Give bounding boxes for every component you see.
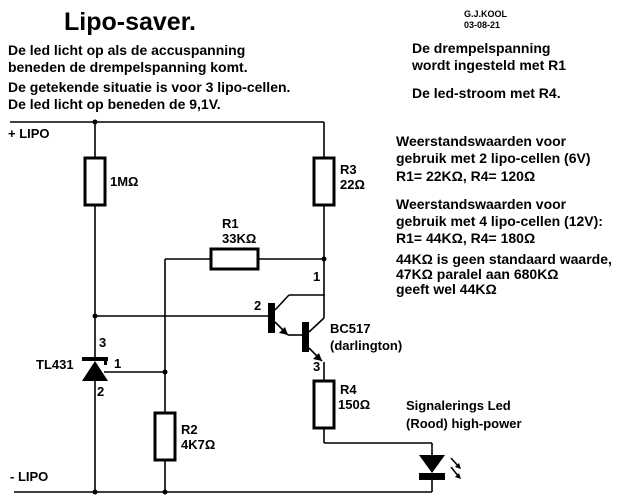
junction-dot bbox=[92, 313, 98, 319]
junction-dot bbox=[162, 489, 168, 495]
wire bbox=[274, 294, 290, 311]
tl431-ref-tab bbox=[104, 357, 107, 365]
note-two-cells: R1= 22KΩ, R4= 120Ω bbox=[396, 168, 536, 184]
transistor-pin-base: 2 bbox=[254, 298, 262, 313]
resistor-1m bbox=[83, 156, 107, 207]
note-two-cells: gebruik met 2 lipo-cellen (6V) bbox=[396, 150, 591, 166]
author: G.J.KOOL bbox=[464, 9, 508, 19]
note-two-cells: Weerstandswaarden voor bbox=[396, 133, 567, 149]
note-nonstandard: 44KΩ is geen standaard waarde, bbox=[396, 251, 612, 267]
note-four-cells: R1= 44KΩ, R4= 180Ω bbox=[396, 230, 536, 246]
description-line: De getekende situatie is voor 3 lipo-cel… bbox=[8, 79, 291, 95]
emitter-arrow-icon bbox=[313, 353, 322, 361]
transistor-type: (darlington) bbox=[330, 338, 403, 353]
r3-name: R3 bbox=[340, 162, 357, 177]
r4-name: R4 bbox=[340, 382, 357, 397]
note-four-cells: Weerstandswaarden voor bbox=[396, 196, 567, 212]
junction-dot bbox=[162, 369, 168, 375]
transistor-q2-base-bar bbox=[302, 322, 309, 352]
threshold-note: De drempelspanning bbox=[412, 40, 551, 56]
page-title: Lipo-saver. bbox=[64, 8, 196, 36]
emitter-arrow-icon bbox=[279, 327, 288, 335]
tl431-triangle bbox=[82, 361, 108, 381]
light-ray-arrow-icon bbox=[455, 473, 461, 479]
tl431-pin-ref: 1 bbox=[114, 356, 122, 371]
led-current-note: De led-stroom met R4. bbox=[412, 85, 561, 101]
junction-dot bbox=[321, 256, 327, 262]
resistor-r1 bbox=[209, 247, 260, 271]
resistor-r4 bbox=[312, 379, 336, 430]
led-triangle bbox=[419, 455, 445, 473]
tl431-pin-cathode: 3 bbox=[99, 335, 107, 350]
r4-value: 150Ω bbox=[338, 397, 371, 412]
negative-rail-label: - LIPO bbox=[10, 469, 49, 484]
led-bar bbox=[419, 473, 445, 480]
description-line: beneden de drempelspanning komt. bbox=[8, 59, 248, 75]
threshold-note: wordt ingesteld met R1 bbox=[412, 57, 567, 73]
note-four-cells: gebruik met 4 lipo-cellen (12V): bbox=[396, 213, 603, 229]
junction-dot bbox=[92, 489, 98, 495]
date: 03-08-21 bbox=[464, 20, 501, 30]
junction-dot bbox=[92, 119, 98, 125]
description-line: De led licht op als de accuspanning bbox=[8, 42, 246, 58]
resistor-r3 bbox=[312, 156, 336, 207]
light-ray-arrow-icon bbox=[455, 463, 461, 469]
r2-name: R2 bbox=[181, 422, 198, 437]
tl431-pin-anode: 2 bbox=[97, 384, 105, 399]
led-symbol bbox=[419, 455, 461, 480]
r3-value: 22Ω bbox=[340, 177, 365, 192]
resistor-1m-value: 1MΩ bbox=[110, 174, 139, 189]
note-nonstandard: 47KΩ paralel aan 680KΩ bbox=[396, 266, 559, 282]
transistor-pin-emitter: 3 bbox=[313, 359, 321, 374]
tl431-cathode-bar bbox=[82, 357, 108, 361]
tl431-label: TL431 bbox=[36, 357, 74, 372]
r2-value: 4K7Ω bbox=[181, 437, 216, 452]
wire bbox=[308, 317, 325, 333]
led-label: Signalerings Led bbox=[406, 398, 511, 413]
positive-rail-label: + LIPO bbox=[8, 126, 50, 141]
transistor-pin-collector: 1 bbox=[313, 269, 321, 284]
r1-value: 33KΩ bbox=[222, 231, 257, 246]
r1-name: R1 bbox=[222, 216, 239, 231]
description-line: De led licht op beneden de 9,1V. bbox=[8, 96, 221, 112]
led-label: (Rood) high-power bbox=[406, 416, 522, 431]
transistor-q1-base-bar bbox=[268, 303, 275, 333]
note-nonstandard: geeft wel 44KΩ bbox=[396, 281, 497, 297]
resistor-r2 bbox=[153, 411, 177, 462]
transistor-label: BC517 bbox=[330, 321, 371, 336]
